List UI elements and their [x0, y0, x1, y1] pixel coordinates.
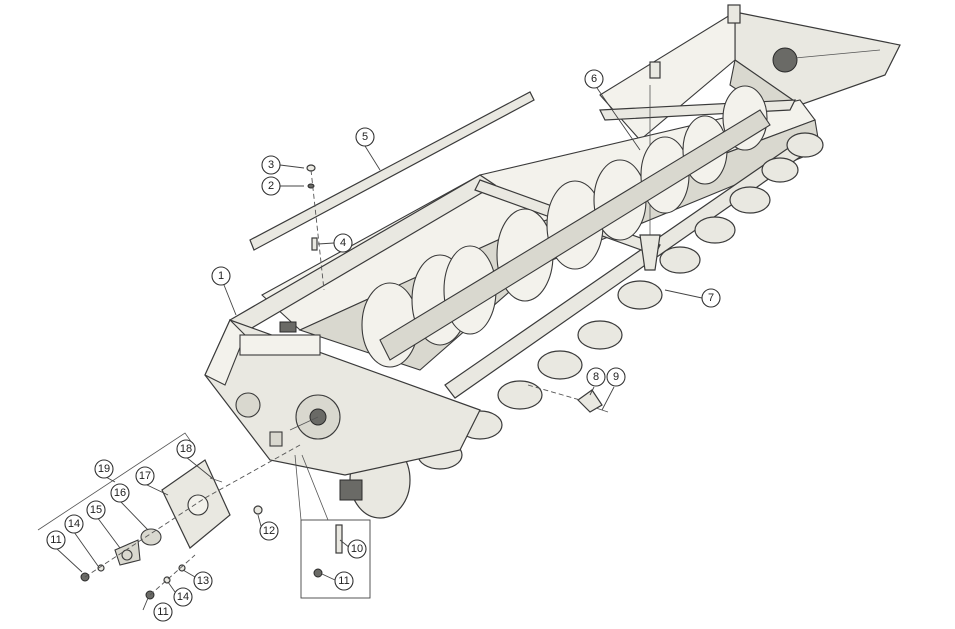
callout-11-bottom: 11	[153, 602, 173, 622]
svg-text:6: 6	[591, 73, 597, 85]
svg-text:12: 12	[263, 525, 275, 537]
svg-text:5: 5	[362, 131, 368, 143]
callout-6: 6	[584, 69, 604, 89]
left-end-plate	[204, 319, 481, 476]
svg-text:3: 3	[268, 159, 274, 171]
callout-19: 19	[94, 459, 114, 479]
svg-text:14: 14	[68, 518, 80, 530]
callout-15: 15	[86, 500, 106, 520]
svg-text:19: 19	[98, 463, 110, 475]
callout-14-left: 14	[64, 514, 84, 534]
callout-18: 18	[176, 439, 196, 459]
part-5-cutter-bar	[249, 91, 535, 251]
svg-text:2: 2	[268, 180, 274, 192]
svg-text:16: 16	[114, 487, 126, 499]
svg-text:11: 11	[338, 575, 349, 587]
fasteners-2-3-4	[306, 164, 325, 291]
svg-text:15: 15	[90, 504, 102, 516]
callout-17: 17	[135, 466, 155, 486]
svg-text:10: 10	[351, 543, 363, 555]
callout-10: 10	[347, 539, 367, 559]
svg-text:8: 8	[593, 371, 599, 383]
callout-8: 8	[586, 367, 606, 387]
callout-11-inset: 11	[334, 571, 354, 591]
svg-text:11: 11	[50, 534, 61, 546]
svg-text:17: 17	[139, 470, 151, 482]
callout-9: 9	[606, 367, 626, 387]
svg-text:9: 9	[613, 371, 619, 383]
callout-4: 4	[333, 233, 353, 253]
svg-text:13: 13	[197, 575, 209, 587]
svg-text:14: 14	[177, 591, 189, 603]
auger-flights	[361, 85, 771, 368]
callout-13: 13	[193, 571, 213, 591]
callout-2: 2	[261, 176, 281, 196]
callout-14-bottom: 14	[173, 587, 193, 607]
leader-lines	[55, 87, 703, 611]
bracket-8-9	[527, 384, 609, 413]
callout-1: 1	[211, 266, 231, 286]
callout-5: 5	[355, 127, 375, 147]
inset-frame	[300, 519, 371, 599]
svg-text:1: 1	[218, 270, 224, 282]
svg-text:11: 11	[157, 606, 168, 618]
svg-text:7: 7	[708, 292, 714, 304]
callout-12: 12	[259, 521, 279, 541]
callout-3: 3	[261, 155, 281, 175]
callout-11-left: 11	[46, 530, 66, 550]
inset-bolt-box	[294, 454, 371, 599]
svg-text:4: 4	[340, 237, 346, 249]
rear-gear-hub	[772, 47, 798, 73]
callout-7: 7	[701, 288, 721, 308]
bearing-assembly	[37, 432, 301, 600]
svg-text:18: 18	[180, 443, 192, 455]
callout-16: 16	[110, 483, 130, 503]
